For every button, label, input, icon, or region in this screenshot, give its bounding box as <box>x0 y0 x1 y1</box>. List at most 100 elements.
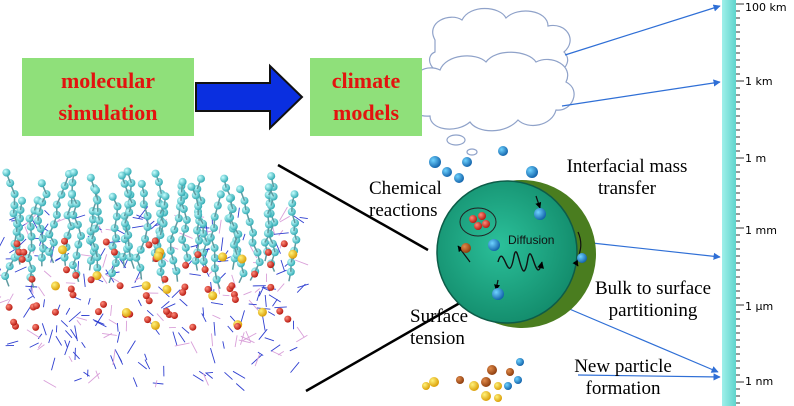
particle <box>478 212 486 220</box>
carbon-atom <box>151 169 160 178</box>
oxygen-atom <box>28 275 36 283</box>
ruler-ticks <box>736 3 744 404</box>
carbon-atom <box>72 199 81 208</box>
water-bond <box>64 339 68 348</box>
water-bond <box>41 323 47 336</box>
water-bond <box>257 351 264 356</box>
oxygen-atom <box>67 285 75 293</box>
particle <box>526 166 538 178</box>
water-bond <box>264 294 267 308</box>
water-bond <box>70 328 78 340</box>
water-bond <box>0 236 5 247</box>
zoom-lines <box>277 163 466 393</box>
water-bond <box>57 304 61 311</box>
water-bond <box>249 245 258 259</box>
water-bond <box>258 328 268 340</box>
oxygen-atom <box>33 302 40 310</box>
sulfur-atom <box>141 281 151 291</box>
carbon-atom <box>108 192 117 201</box>
carbon-atom <box>161 192 170 201</box>
oxygen-atom <box>145 241 153 249</box>
carbon-atom <box>269 192 278 201</box>
particle <box>498 146 508 156</box>
carbon-atom <box>45 230 54 239</box>
carbon-atom <box>206 233 215 242</box>
scale-ruler <box>722 0 736 406</box>
water-bond <box>278 229 284 236</box>
water-bond <box>26 329 41 339</box>
tick-1m: 1 m <box>745 152 767 165</box>
carbon-atom <box>287 258 296 267</box>
water-bond <box>68 311 81 323</box>
carbon-atom <box>264 220 273 229</box>
carbon-atom <box>291 219 299 227</box>
water-bond <box>60 320 69 328</box>
sulfur-atom <box>218 252 228 262</box>
water-bond <box>50 247 54 263</box>
water-bond <box>224 371 233 380</box>
water-bond <box>137 299 142 307</box>
carbon-atom <box>267 201 275 210</box>
oxygen-atom <box>194 251 202 259</box>
water-bond <box>271 350 282 357</box>
water-bond <box>160 301 170 309</box>
water-bond <box>154 380 158 388</box>
water-bond <box>198 370 207 377</box>
carbon-atom <box>253 248 262 257</box>
water-bond <box>189 273 201 276</box>
surface-tension-label: Surface tension <box>410 306 469 349</box>
carbon-atom <box>35 207 44 216</box>
water-bond <box>72 351 80 360</box>
diffusion-label: Diffusion <box>508 233 555 247</box>
particle <box>461 243 471 253</box>
water-bond <box>299 216 308 220</box>
water-bond <box>202 372 209 386</box>
oxygen-atom <box>18 255 26 263</box>
oxygen-atom <box>267 283 275 291</box>
water-bond <box>240 332 245 345</box>
carbon-atom <box>123 167 132 176</box>
water-bond <box>0 274 3 277</box>
carbon-atom <box>288 199 297 208</box>
carbon-atom <box>156 267 165 276</box>
particle <box>429 156 441 168</box>
carbon-atom <box>124 189 132 198</box>
carbon-atom <box>182 215 191 224</box>
water-bond <box>248 303 257 306</box>
climate-models-label: climate models <box>331 68 401 125</box>
carbon-atom <box>68 190 76 199</box>
water-bond <box>272 298 278 307</box>
sulfur-atom <box>150 320 160 330</box>
carbon-atom <box>255 258 264 267</box>
sulfur-atom <box>162 284 172 294</box>
water-bond <box>43 379 57 388</box>
oxygen-atom <box>32 323 40 331</box>
carbon-atom <box>26 222 35 231</box>
water-bond <box>222 341 225 349</box>
water-bond <box>251 354 263 365</box>
water-bond <box>217 284 221 295</box>
carbon-atom <box>18 196 26 205</box>
carbon-atom <box>172 267 181 275</box>
oxygen-atom <box>110 248 118 256</box>
water-bond <box>68 355 73 363</box>
particle <box>481 391 491 401</box>
carbon-atom <box>236 185 245 194</box>
water-bond <box>296 334 308 343</box>
water-bond <box>293 215 305 224</box>
sulfur-atom <box>237 254 247 264</box>
carbon-atom <box>136 245 145 254</box>
water-bond <box>14 266 27 273</box>
oxygen-atom <box>189 323 197 331</box>
carbon-atom <box>191 191 200 200</box>
water-bond <box>274 306 287 309</box>
carbon-atom <box>113 202 122 211</box>
water-bond <box>171 289 181 299</box>
water-bond <box>65 307 71 315</box>
water-bond <box>65 282 76 284</box>
carbon-atom <box>49 238 58 247</box>
carbon-atom <box>125 208 134 217</box>
water-bond <box>245 330 252 343</box>
carbon-atom <box>127 179 136 187</box>
